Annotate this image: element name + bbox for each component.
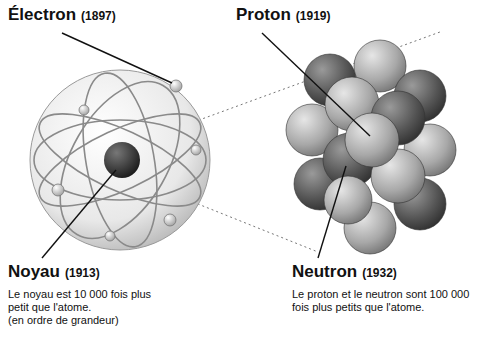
- electrons: [52, 80, 201, 241]
- proton: [345, 113, 399, 167]
- leader-line: [262, 33, 370, 136]
- electron: [170, 80, 182, 92]
- orbit: [28, 96, 213, 225]
- part-name: Électron: [8, 5, 76, 25]
- discovery-year: (1919): [296, 10, 331, 24]
- note: Le proton et le neutron sont 100 000 foi…: [292, 288, 470, 313]
- electron: [79, 105, 89, 115]
- atom-sphere: [30, 70, 210, 250]
- electron: [105, 231, 115, 241]
- leader-line: [42, 170, 116, 258]
- discovery-year: (1913): [65, 267, 100, 281]
- leader-line: [62, 33, 172, 83]
- leader-lines: [42, 33, 370, 258]
- electron: [164, 214, 176, 226]
- orbits: [28, 62, 213, 259]
- nucleus: [104, 142, 140, 178]
- discovery-year: (1932): [362, 267, 397, 281]
- orbit: [34, 120, 206, 200]
- leader-line: [318, 166, 346, 258]
- part-name: Noyau: [8, 262, 60, 282]
- part-name: Neutron: [292, 262, 357, 282]
- note: Le noyau est 10 000 fois plus petit que …: [8, 288, 158, 313]
- atom: [28, 62, 213, 259]
- nucleus-cluster: [286, 40, 456, 254]
- orbit: [35, 62, 204, 259]
- discovery-year: (1897): [81, 10, 116, 24]
- electron: [191, 145, 201, 155]
- electron: [52, 184, 64, 196]
- note: (en ordre de grandeur): [8, 314, 119, 327]
- orbit: [28, 96, 213, 225]
- part-name: Proton: [236, 5, 291, 25]
- orbit: [71, 67, 169, 252]
